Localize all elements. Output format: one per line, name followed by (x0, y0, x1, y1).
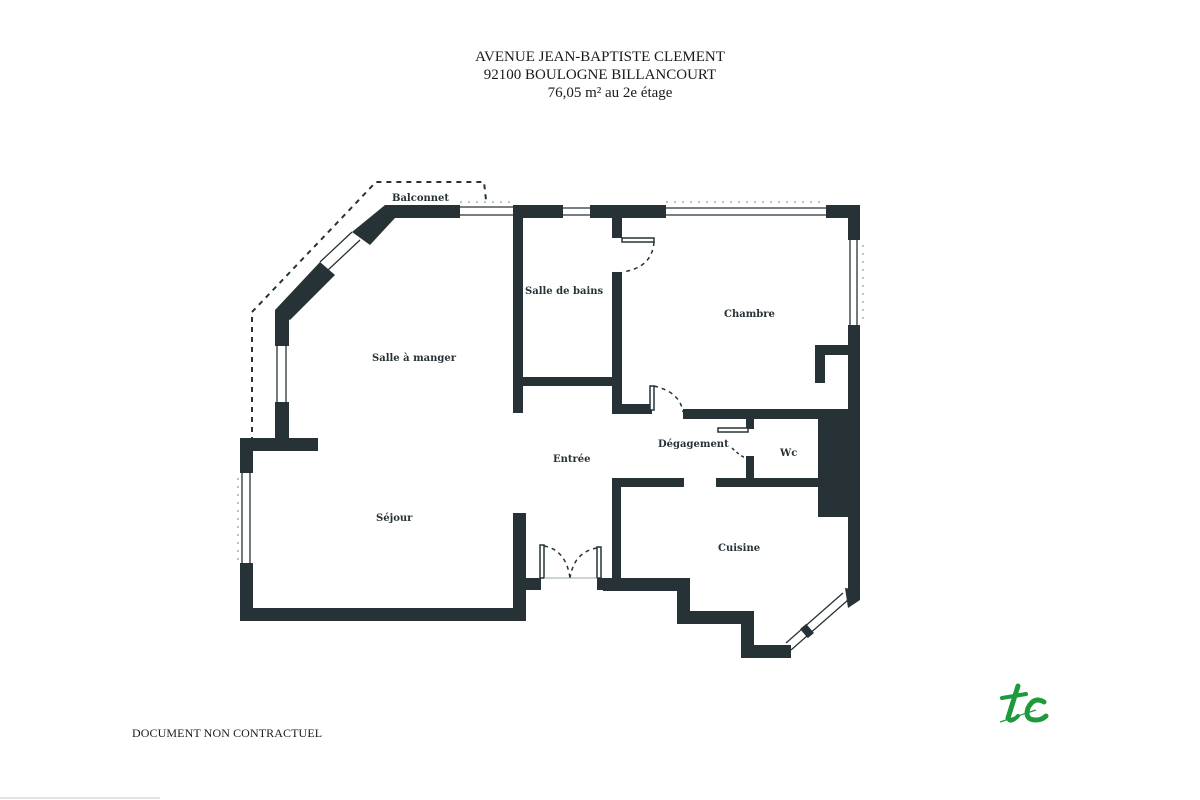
room-label-salle-a-manger: Salle à manger (372, 353, 457, 364)
balcony-outline (251, 181, 487, 442)
address-line-2: 92100 BOULOGNE BILLANCOURT (483, 67, 717, 83)
disclaimer: DOCUMENT NON CONTRACTUEL (132, 726, 323, 740)
doors (539, 237, 749, 579)
room-label-wc: Wc (779, 448, 797, 459)
room-label-salle-de-bains: Salle de bains (525, 286, 604, 297)
windows (241, 206, 858, 651)
walls (240, 205, 860, 658)
room-label-sejour: Séjour (376, 513, 413, 524)
surface-line: 76,05 m² au 2e étage (547, 85, 673, 101)
scan-artifact (0, 797, 160, 799)
room-label-cuisine: Cuisine (718, 543, 760, 554)
room-label-degagement: Dégagement (658, 439, 729, 450)
plan-header: AVENUE JEAN-BAPTISTE CLEMENT 92100 BOULO… (0, 48, 1200, 102)
room-label-balconnet: Balconnet (392, 193, 449, 204)
room-label-chambre: Chambre (724, 309, 775, 320)
address-line-1: AVENUE JEAN-BAPTISTE CLEMENT (475, 49, 725, 65)
room-label-entree: Entrée (553, 454, 591, 465)
tc-logo-icon (999, 683, 1049, 723)
